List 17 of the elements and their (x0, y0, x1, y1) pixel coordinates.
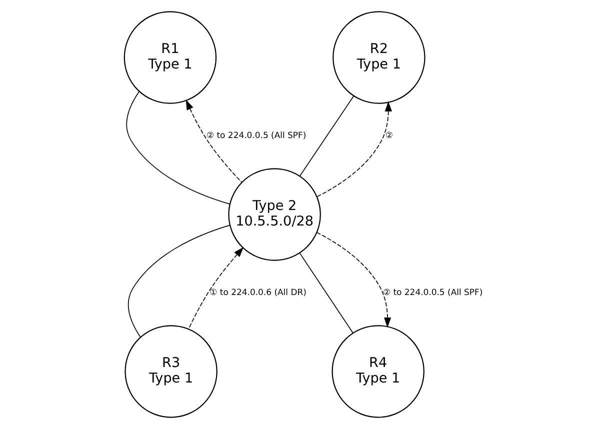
connector (127, 224, 230, 338)
node-circle: R1 Type 1 (123, 11, 216, 104)
edge-label: ② (384, 130, 392, 140)
arrow (188, 247, 244, 330)
arrow (316, 232, 391, 328)
arrow (185, 100, 242, 183)
edge-label: ② to 224.0.0.5 (All SPF) (206, 130, 306, 140)
node-circle: R3 Type 1 (124, 325, 217, 418)
edge-label: ① to 224.0.0.6 (All DR) (209, 287, 306, 298)
arrow (316, 101, 392, 198)
connector (298, 96, 354, 177)
node-circle: R2 Type 1 (332, 11, 425, 104)
connector (126, 91, 230, 204)
node-circle: Type 2 10.5.5.0/28 (228, 168, 320, 261)
connector (298, 252, 353, 334)
edge-label: ② to 224.0.0.5 (All SPF) (382, 287, 482, 298)
node-circle: R4 Type 1 (331, 325, 424, 418)
